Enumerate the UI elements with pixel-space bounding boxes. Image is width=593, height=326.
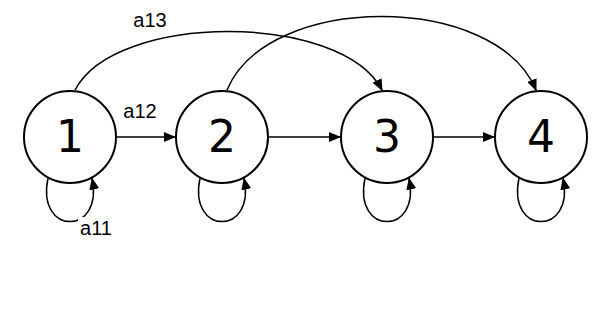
transition-arrow	[434, 136, 494, 138]
self-loop	[364, 178, 411, 221]
state-number: 3	[373, 115, 401, 159]
state-circle: 4	[494, 90, 588, 184]
transition-probability: a11	[78, 217, 114, 239]
self-loop	[518, 178, 565, 221]
state-circle: 1	[23, 90, 117, 184]
state-number: 1	[56, 115, 84, 159]
self-loop	[47, 178, 94, 221]
state-number: 2	[208, 115, 236, 159]
state-circle: 3	[340, 90, 434, 184]
state-circle: 2	[175, 90, 269, 184]
transition-probability: a13	[131, 9, 168, 31]
transition-arrow	[227, 17, 536, 91]
transition-arrow	[117, 136, 175, 138]
state-number: 4	[527, 115, 555, 159]
transition-probability: a12	[121, 100, 158, 122]
transition-arrow	[269, 136, 340, 138]
self-loop	[199, 178, 246, 221]
transition-arrow	[75, 32, 382, 91]
